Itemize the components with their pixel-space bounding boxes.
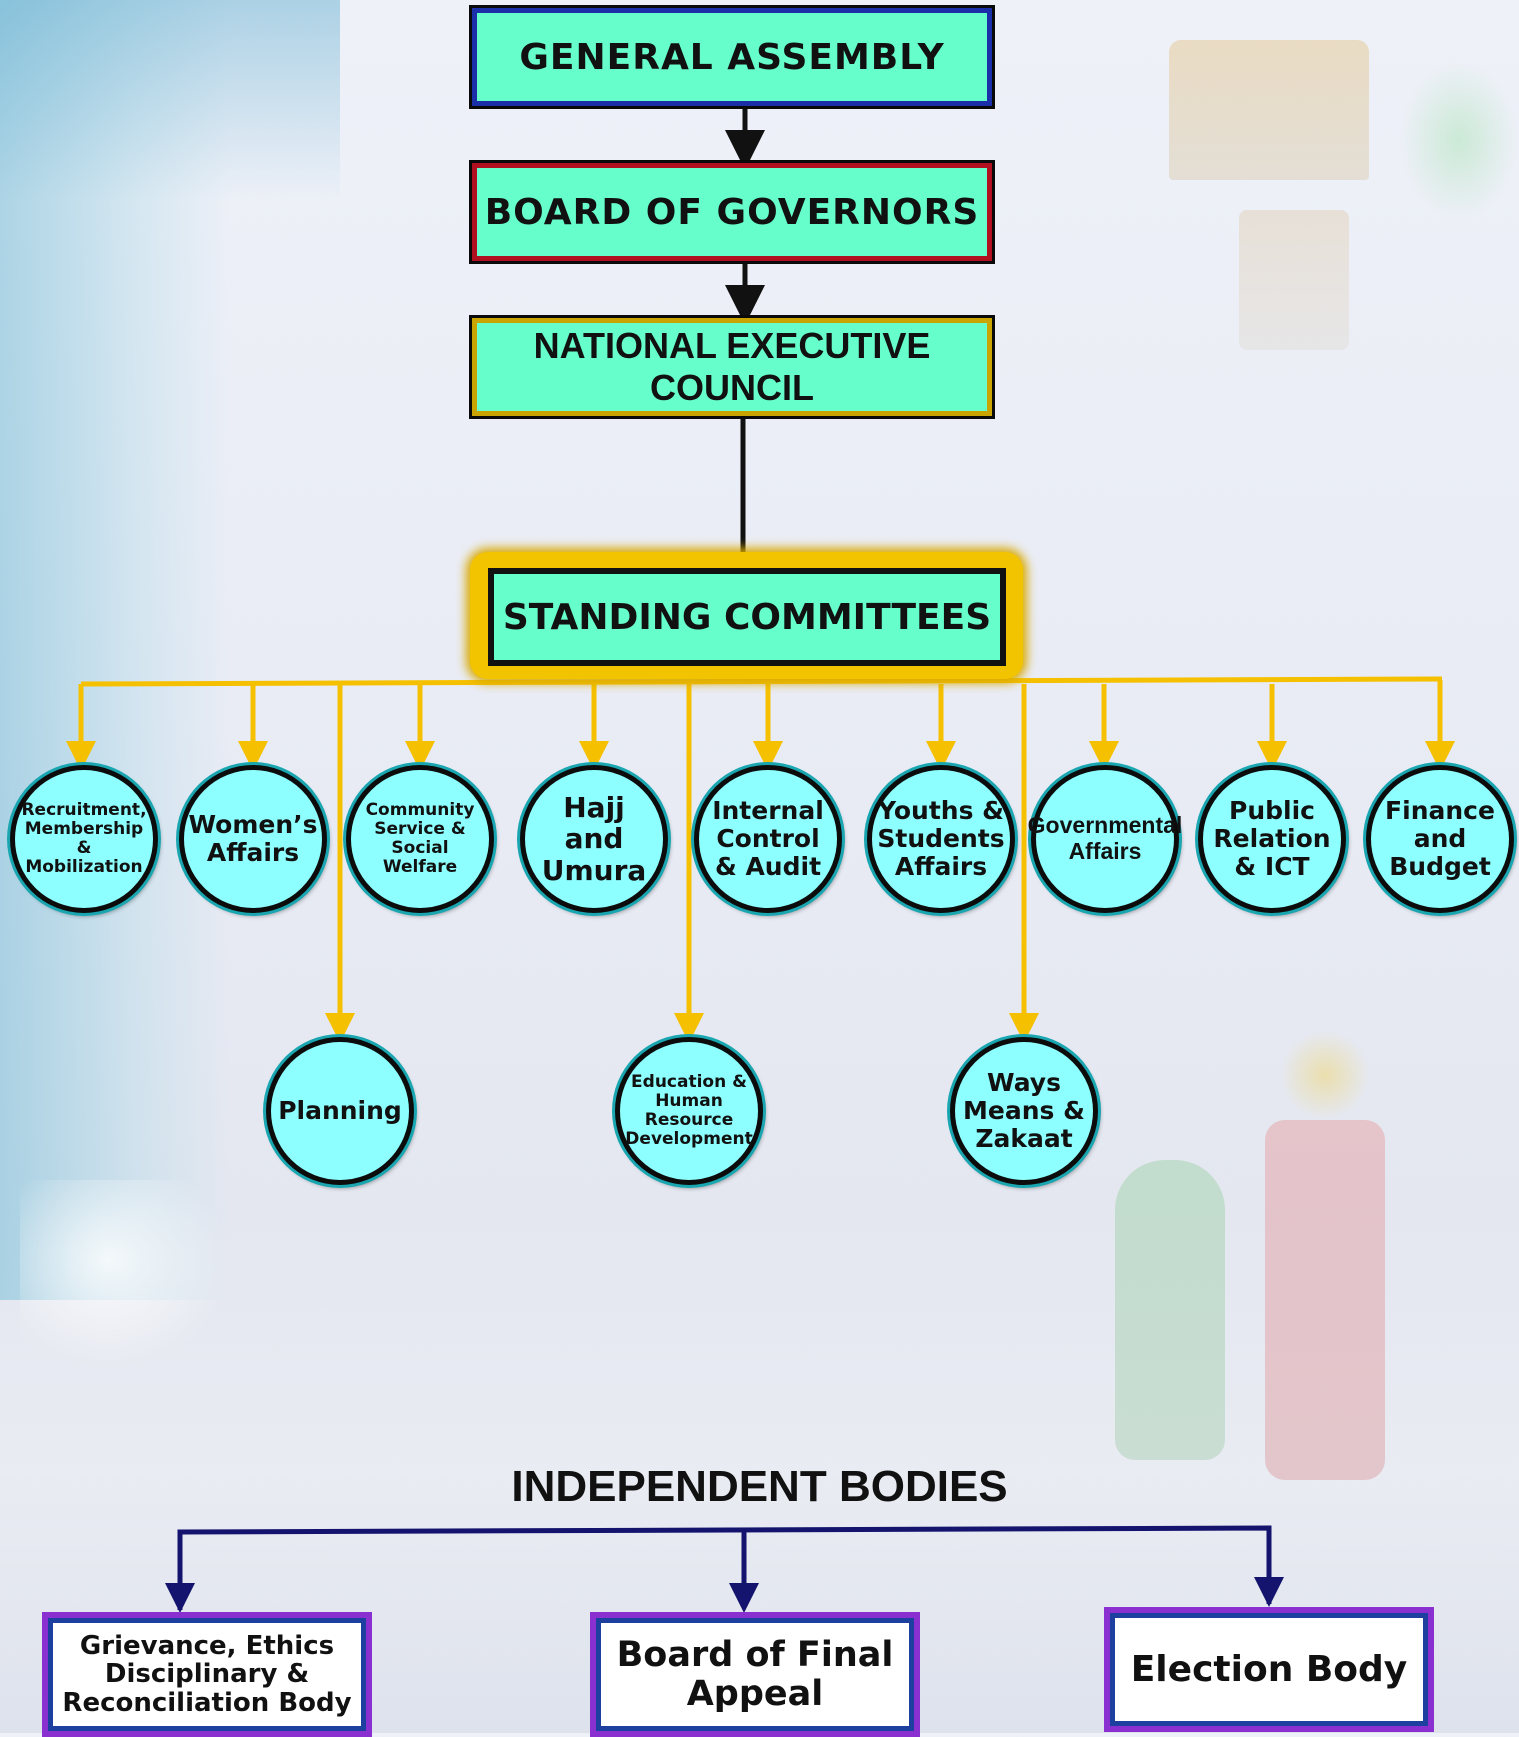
navy-bus-line	[177, 1525, 1272, 1610]
committee-label: Recruitment, Membership & Mobilization	[21, 799, 147, 878]
committee-label: Ways Means & Zakaat	[963, 1068, 1085, 1153]
independent-body-final-appeal: Board of Final Appeal	[590, 1612, 920, 1737]
committee-label: Finance and Budget	[1385, 796, 1495, 881]
committee-label: Internal Control & Audit	[712, 796, 824, 881]
independent-body-label: Election Body	[1130, 1648, 1408, 1690]
general-assembly-box: GENERAL ASSEMBLY	[472, 8, 992, 106]
standing-committees-label: STANDING COMMITTEES	[502, 596, 992, 638]
gold-bus-line	[80, 676, 1443, 687]
committee-governmental-affairs: Governmental Affairs	[1028, 765, 1182, 913]
committee-label: Hajj and Umura	[541, 790, 647, 887]
board-of-governors-label: BOARD OF GOVERNORS	[484, 191, 980, 233]
committee-label: Education & Human Resource Development	[625, 1071, 753, 1150]
committee-community-service: Community Service & Social Welfare	[346, 765, 494, 913]
independent-body-election: Election Body	[1104, 1607, 1434, 1732]
national-executive-council-label: NATIONAL EXECUTIVE COUNCIL	[533, 325, 931, 408]
national-executive-council-box: NATIONAL EXECUTIVE COUNCIL	[472, 318, 992, 416]
committee-label: Public Relation & ICT	[1213, 796, 1331, 881]
committee-ways-means: Ways Means & Zakaat	[950, 1037, 1098, 1185]
independent-body-label: Board of Final Appeal	[616, 1635, 894, 1714]
committee-education: Education & Human Resource Development	[615, 1037, 763, 1185]
independent-body-grievance: Grievance, Ethics Disciplinary & Reconci…	[42, 1612, 372, 1737]
committee-label: Community Service & Social Welfare	[365, 799, 475, 878]
committee-recruitment: Recruitment, Membership & Mobilization	[10, 765, 158, 913]
independent-body-label: Grievance, Ethics Disciplinary & Reconci…	[62, 1630, 352, 1718]
committee-label: Youths & Students Affairs	[877, 796, 1005, 881]
committee-hajj-umura: Hajj and Umura	[520, 765, 668, 913]
committee-youths-students: Youths & Students Affairs	[867, 765, 1015, 913]
gold-branches	[66, 680, 1455, 1043]
committee-planning: Planning	[266, 1037, 414, 1185]
committee-label: Governmental Affairs	[1027, 812, 1183, 864]
independent-bodies-title: INDEPENDENT BODIES	[511, 1462, 1008, 1511]
general-assembly-label: GENERAL ASSEMBLY	[519, 36, 945, 78]
committee-label: Planning	[278, 1096, 402, 1125]
board-of-governors-box: BOARD OF GOVERNORS	[472, 163, 992, 261]
committee-label: Women’s Affairs	[188, 810, 318, 867]
committee-public-relation: Public Relation & ICT	[1198, 765, 1346, 913]
committee-finance-budget: Finance and Budget	[1366, 765, 1514, 913]
committee-internal-control: Internal Control & Audit	[694, 765, 842, 913]
committee-womens-affairs: Women’s Affairs	[179, 765, 327, 913]
standing-committees-box: STANDING COMMITTEES	[488, 568, 1006, 666]
